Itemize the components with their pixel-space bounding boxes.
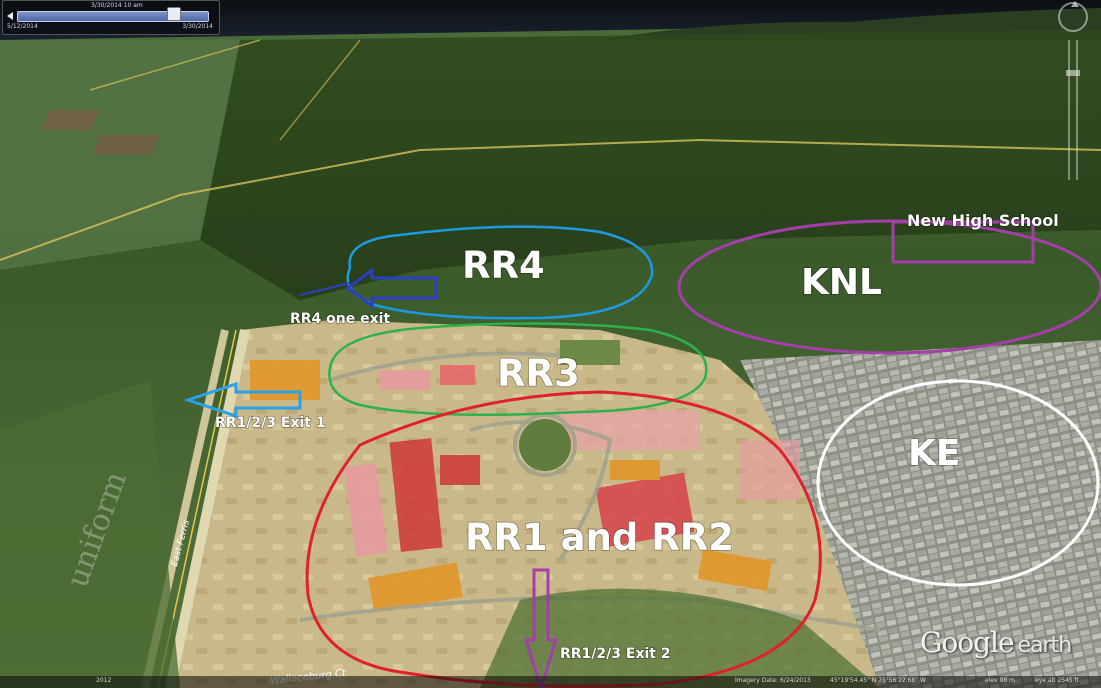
exit2-arrow (523, 568, 559, 688)
region-outline-ke (816, 379, 1100, 587)
time-slider-handle[interactable] (167, 7, 181, 21)
annotation-new-high-school: New High School (907, 211, 1059, 230)
time-slider-track[interactable] (17, 11, 209, 22)
region-label-rr4: RR4 (462, 244, 545, 287)
foreground-trees (480, 588, 880, 688)
exit1-arrow (183, 381, 302, 419)
park-green (560, 340, 620, 365)
road-yellow (89, 39, 261, 91)
region-label-ke: KE (908, 433, 961, 474)
annotation-rr4-exit: RR4 one exit (290, 311, 390, 327)
time-slider-panel[interactable]: 3/30/2014 10 am 5/12/2014 3/30/2014 (2, 0, 220, 35)
status-coordinates: 45°19'54.45" N 75°56'22.68" W (830, 677, 926, 684)
field-patch (40, 110, 100, 130)
new-high-school-box (891, 220, 1035, 264)
region-outline-rr4 (346, 225, 654, 320)
time-slider-current: 3/30/2014 10 am (91, 2, 143, 9)
road-yellow (0, 138, 1101, 261)
highway-edge (165, 328, 250, 688)
region-outline-knl (677, 219, 1101, 355)
left-fields-fore (0, 380, 180, 688)
status-eye-alt: eye alt 2545 ft (1035, 677, 1079, 684)
time-slider-end-date: 3/30/2014 (182, 23, 213, 30)
navigation-controls[interactable] (1052, 0, 1096, 190)
status-elevation: elev 98 m (985, 677, 1015, 684)
region-label-rr1-rr2: RR1 and RR2 (465, 516, 734, 559)
park-circle (519, 419, 571, 471)
annotation-exit2: RR1/2/3 Exit 2 (560, 646, 671, 662)
compass-icon[interactable] (1058, 1, 1088, 32)
status-imagery-date: Imagery Date: 6/24/2013 (735, 677, 811, 684)
rr4-exit-arrow (345, 267, 438, 309)
region-outline-rr3 (328, 322, 708, 417)
region-outline-rr1-rr2 (305, 390, 822, 688)
time-slider-start-date: 5/12/2014 (7, 23, 38, 30)
zoom-slider-handle[interactable] (1066, 70, 1080, 76)
time-back-icon[interactable] (7, 12, 13, 20)
status-bar: 2012 Imagery Date: 6/24/2013 45°19'54.45… (0, 676, 1101, 688)
region-label-knl: KNL (801, 262, 882, 303)
rr4-exit-arrow-shaft (299, 282, 351, 296)
annotation-exit1: RR1/2/3 Exit 1 (215, 415, 326, 431)
status-year: 2012 (96, 677, 112, 684)
region-label-rr3: RR3 (497, 352, 580, 395)
zoom-slider[interactable] (1066, 40, 1080, 180)
ke-subdivision (740, 340, 1101, 688)
development-lots (250, 360, 800, 613)
road-yellow (279, 39, 361, 141)
field-patch (92, 135, 160, 155)
